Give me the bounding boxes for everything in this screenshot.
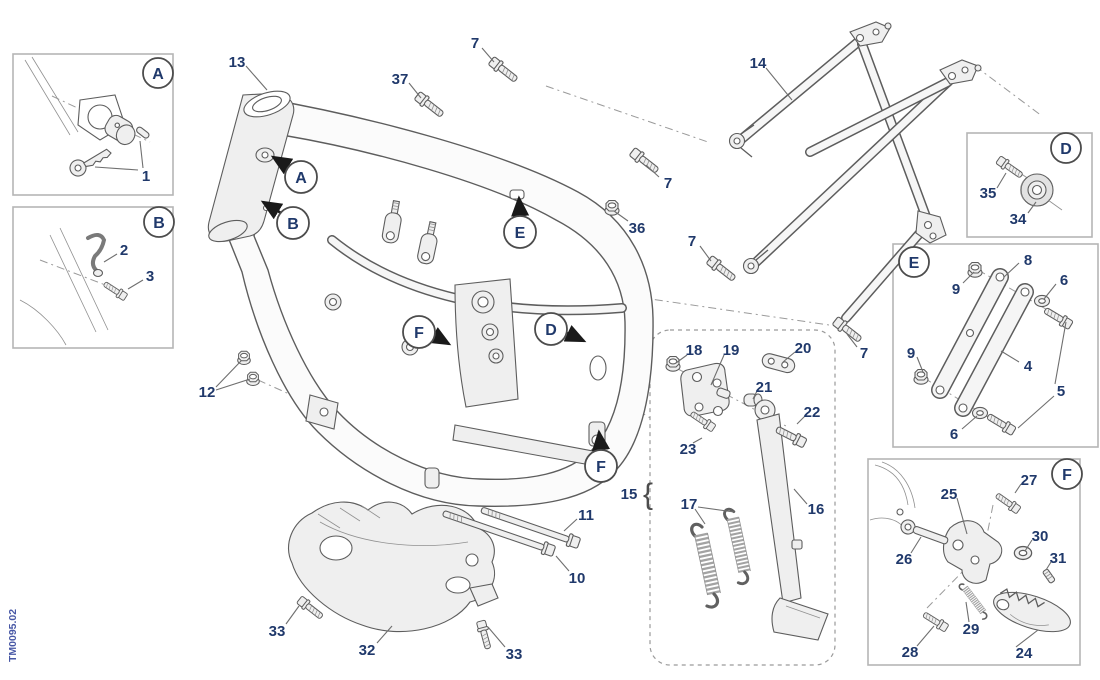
callout-6: 6 <box>1060 272 1068 289</box>
callout-6: 6 <box>950 426 958 443</box>
callout-9: 9 <box>907 345 915 362</box>
callout-7: 7 <box>688 233 696 250</box>
callout-34: 34 <box>1010 211 1027 228</box>
callout-29: 29 <box>963 621 980 638</box>
callout-24: 24 <box>1016 645 1033 662</box>
callout-14: 14 <box>750 55 767 72</box>
engine-bolt <box>442 510 556 557</box>
callout-2: 2 <box>120 242 128 259</box>
callout-33: 33 <box>506 646 523 663</box>
fasteners <box>237 55 865 651</box>
callout-8: 8 <box>1024 252 1032 269</box>
callout-22: 22 <box>804 404 821 421</box>
callout-37: 37 <box>392 71 409 88</box>
footpeg-pin <box>900 519 949 545</box>
inset-a-drawing <box>24 56 150 177</box>
inset-d-drawing <box>994 154 1063 211</box>
callout-1: 1 <box>142 168 150 185</box>
spring-pin <box>1042 568 1056 584</box>
inset-a-letter: A <box>152 66 164 83</box>
group-brace: { <box>643 478 653 511</box>
callout-18: 18 <box>686 342 703 359</box>
callout-21: 21 <box>756 379 773 396</box>
callout-5: 5 <box>1057 383 1065 400</box>
sidestand-group-drawing <box>680 353 829 641</box>
callout-27: 27 <box>1021 472 1038 489</box>
callout-4: 4 <box>1024 358 1033 375</box>
detail-e-marker: E <box>515 225 526 242</box>
inset-f-letter: F <box>1062 467 1072 484</box>
callout-17: 17 <box>681 496 698 513</box>
detail-f-marker: F <box>414 325 424 342</box>
callout-labels: 13 37 7 14 7 36 7 7 12 11 10 33 32 33 15… <box>120 35 1068 663</box>
subframe-drawing <box>728 21 982 323</box>
detail-a-marker: A <box>295 170 307 187</box>
callout-33: 33 <box>269 623 286 640</box>
detail-arrows <box>260 155 611 452</box>
inset-b-letter: B <box>153 215 165 232</box>
callout-20: 20 <box>795 340 812 357</box>
detail-b-marker: B <box>287 216 299 233</box>
callout-7: 7 <box>664 175 672 192</box>
callout-12: 12 <box>199 384 216 401</box>
footpeg-bracket <box>942 520 1003 584</box>
sidestand-leg <box>754 399 829 641</box>
detail-markers: A B D E F A B E F D F <box>142 57 1083 490</box>
callout-31: 31 <box>1050 550 1067 567</box>
callout-15: 15 <box>621 486 638 503</box>
callout-19: 19 <box>723 342 740 359</box>
callout-36: 36 <box>629 220 646 237</box>
callout-32: 32 <box>359 642 376 659</box>
detail-f-marker: F <box>596 459 606 476</box>
inset-f-drawing <box>869 461 1071 634</box>
callout-23: 23 <box>680 441 697 458</box>
callout-10: 10 <box>569 570 586 587</box>
callout-28: 28 <box>902 644 919 661</box>
sidestand-bracket <box>680 362 731 417</box>
callout-7: 7 <box>471 35 479 52</box>
inset-b-drawing <box>19 227 129 346</box>
inset-e-drawing <box>913 261 1075 437</box>
callout-35: 35 <box>980 185 997 202</box>
key-drawing <box>69 148 112 177</box>
engine-bolt <box>480 507 581 549</box>
leader-lines <box>94 47 1067 648</box>
main-frame-drawing <box>207 90 654 507</box>
callout-3: 3 <box>146 268 154 285</box>
callout-13: 13 <box>229 54 246 71</box>
callout-25: 25 <box>941 486 958 503</box>
inset-e-letter: E <box>909 255 920 272</box>
callout-26: 26 <box>896 551 913 568</box>
callout-16: 16 <box>808 501 825 518</box>
footpeg-drawing <box>993 588 1071 633</box>
callout-9: 9 <box>952 281 960 298</box>
callout-11: 11 <box>578 507 594 524</box>
detail-d-marker: D <box>545 322 557 339</box>
drawing-code: TM0095.02 <box>7 609 19 662</box>
callout-30: 30 <box>1032 528 1049 545</box>
inset-d-letter: D <box>1060 141 1072 158</box>
callout-7: 7 <box>860 345 868 362</box>
